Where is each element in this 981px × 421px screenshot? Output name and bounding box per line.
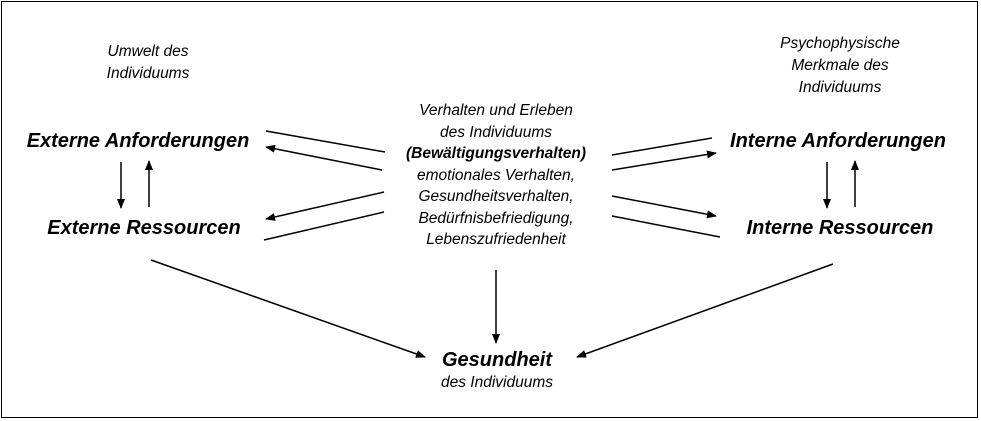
internal-resources-label: Interne Ressourcen <box>746 217 934 239</box>
arrow-int-resources-to-health <box>576 263 834 358</box>
line-ext-resources-to-center <box>263 211 385 241</box>
arrow-center-to-ext-demands <box>265 144 383 171</box>
external-demands-label: Externe Anforderungen <box>26 130 250 152</box>
line-int-resources-to-center <box>611 215 721 238</box>
internal-demands-label: Interne Anforderungen <box>730 130 946 152</box>
health-title: Gesundheit <box>441 349 552 371</box>
external-resources-label: Externe Ressourcen <box>47 217 241 239</box>
health-subtitle: des Individuums <box>440 374 553 391</box>
line-center-to-int-demands <box>611 137 713 156</box>
behavior-experience-block: Verhalten und Erleben des Individuums (B… <box>373 100 619 251</box>
environment-caption-line-1: Umwelt des <box>107 43 189 60</box>
arrow-center-to-ext-resources <box>265 191 385 221</box>
arrow-center-to-int-resources <box>611 195 717 219</box>
line-center-to-ext-demands-top <box>265 130 386 153</box>
center-line-5: Gesundheitsverhalten, <box>418 188 574 205</box>
arrow-center-to-int-demands <box>611 150 717 171</box>
arrow-ext-resources-to-health <box>150 259 426 358</box>
center-line-4: emotionales Verhalten, <box>417 166 575 184</box>
psychophysical-caption: Psychophysische Merkmale des Individuums <box>750 33 930 99</box>
center-line-2: des Individuums <box>439 123 552 141</box>
center-line-6: Bedürfnisbefriedigung, <box>418 209 574 227</box>
environment-caption-line-2: Individuums <box>106 65 190 82</box>
coping-behavior-label: (Bewältigungsverhalten) <box>406 145 586 162</box>
psychophysical-caption-line-2: Merkmale des <box>791 57 889 74</box>
environment-caption: Umwelt des Individuums <box>73 41 223 85</box>
psychophysical-caption-line-3: Individuums <box>798 79 882 96</box>
center-line-1: Verhalten und Erleben <box>419 102 573 119</box>
center-line-7: Lebenszufriedenheit <box>426 231 566 248</box>
psychophysical-caption-line-1: Psychophysische <box>780 35 900 52</box>
